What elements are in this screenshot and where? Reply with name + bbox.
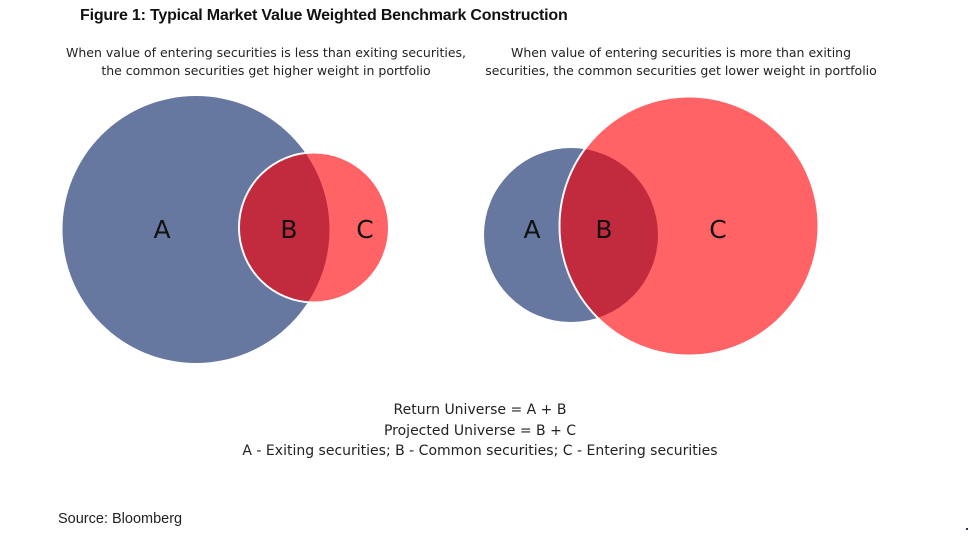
left-circle-a-exiting [62, 96, 330, 363]
right-label-b: B [595, 215, 612, 244]
left-label-b: B [280, 215, 297, 244]
source-note: Source: Bloomberg [58, 511, 183, 527]
legend-definitions: A - Exiting securities; B - Common secur… [242, 443, 718, 459]
legend-projected-universe: Projected Universe = B + C [383, 422, 577, 439]
left-subtitle-line2: the common securities get higher weight … [101, 63, 431, 78]
universe-legend: Return Universe = A + B Projected Univer… [180, 400, 780, 462]
left-label-a: A [153, 215, 170, 244]
right-label-a: A [523, 215, 540, 244]
left-subtitle-line1: When value of entering securities is les… [65, 45, 467, 60]
right-label-c: C [709, 215, 726, 244]
left-venn: A B C [62, 96, 390, 363]
left-region-b-common [240, 153, 330, 302]
right-panel-subtitle: When value of entering securities is mor… [471, 44, 891, 80]
stray-dot [966, 528, 968, 530]
legend-return-universe: Return Universe = A + B [393, 402, 567, 418]
right-subtitle-line1: When value of entering securities is mor… [510, 45, 852, 60]
left-panel-subtitle: When value of entering securities is les… [56, 44, 476, 80]
right-venn: A B C [484, 95, 820, 357]
right-subtitle-line2: securities, the common securities get lo… [485, 63, 877, 78]
figure-title: Figure 1: Typical Market Value Weighted … [80, 7, 568, 24]
left-label-c: C [356, 215, 373, 244]
